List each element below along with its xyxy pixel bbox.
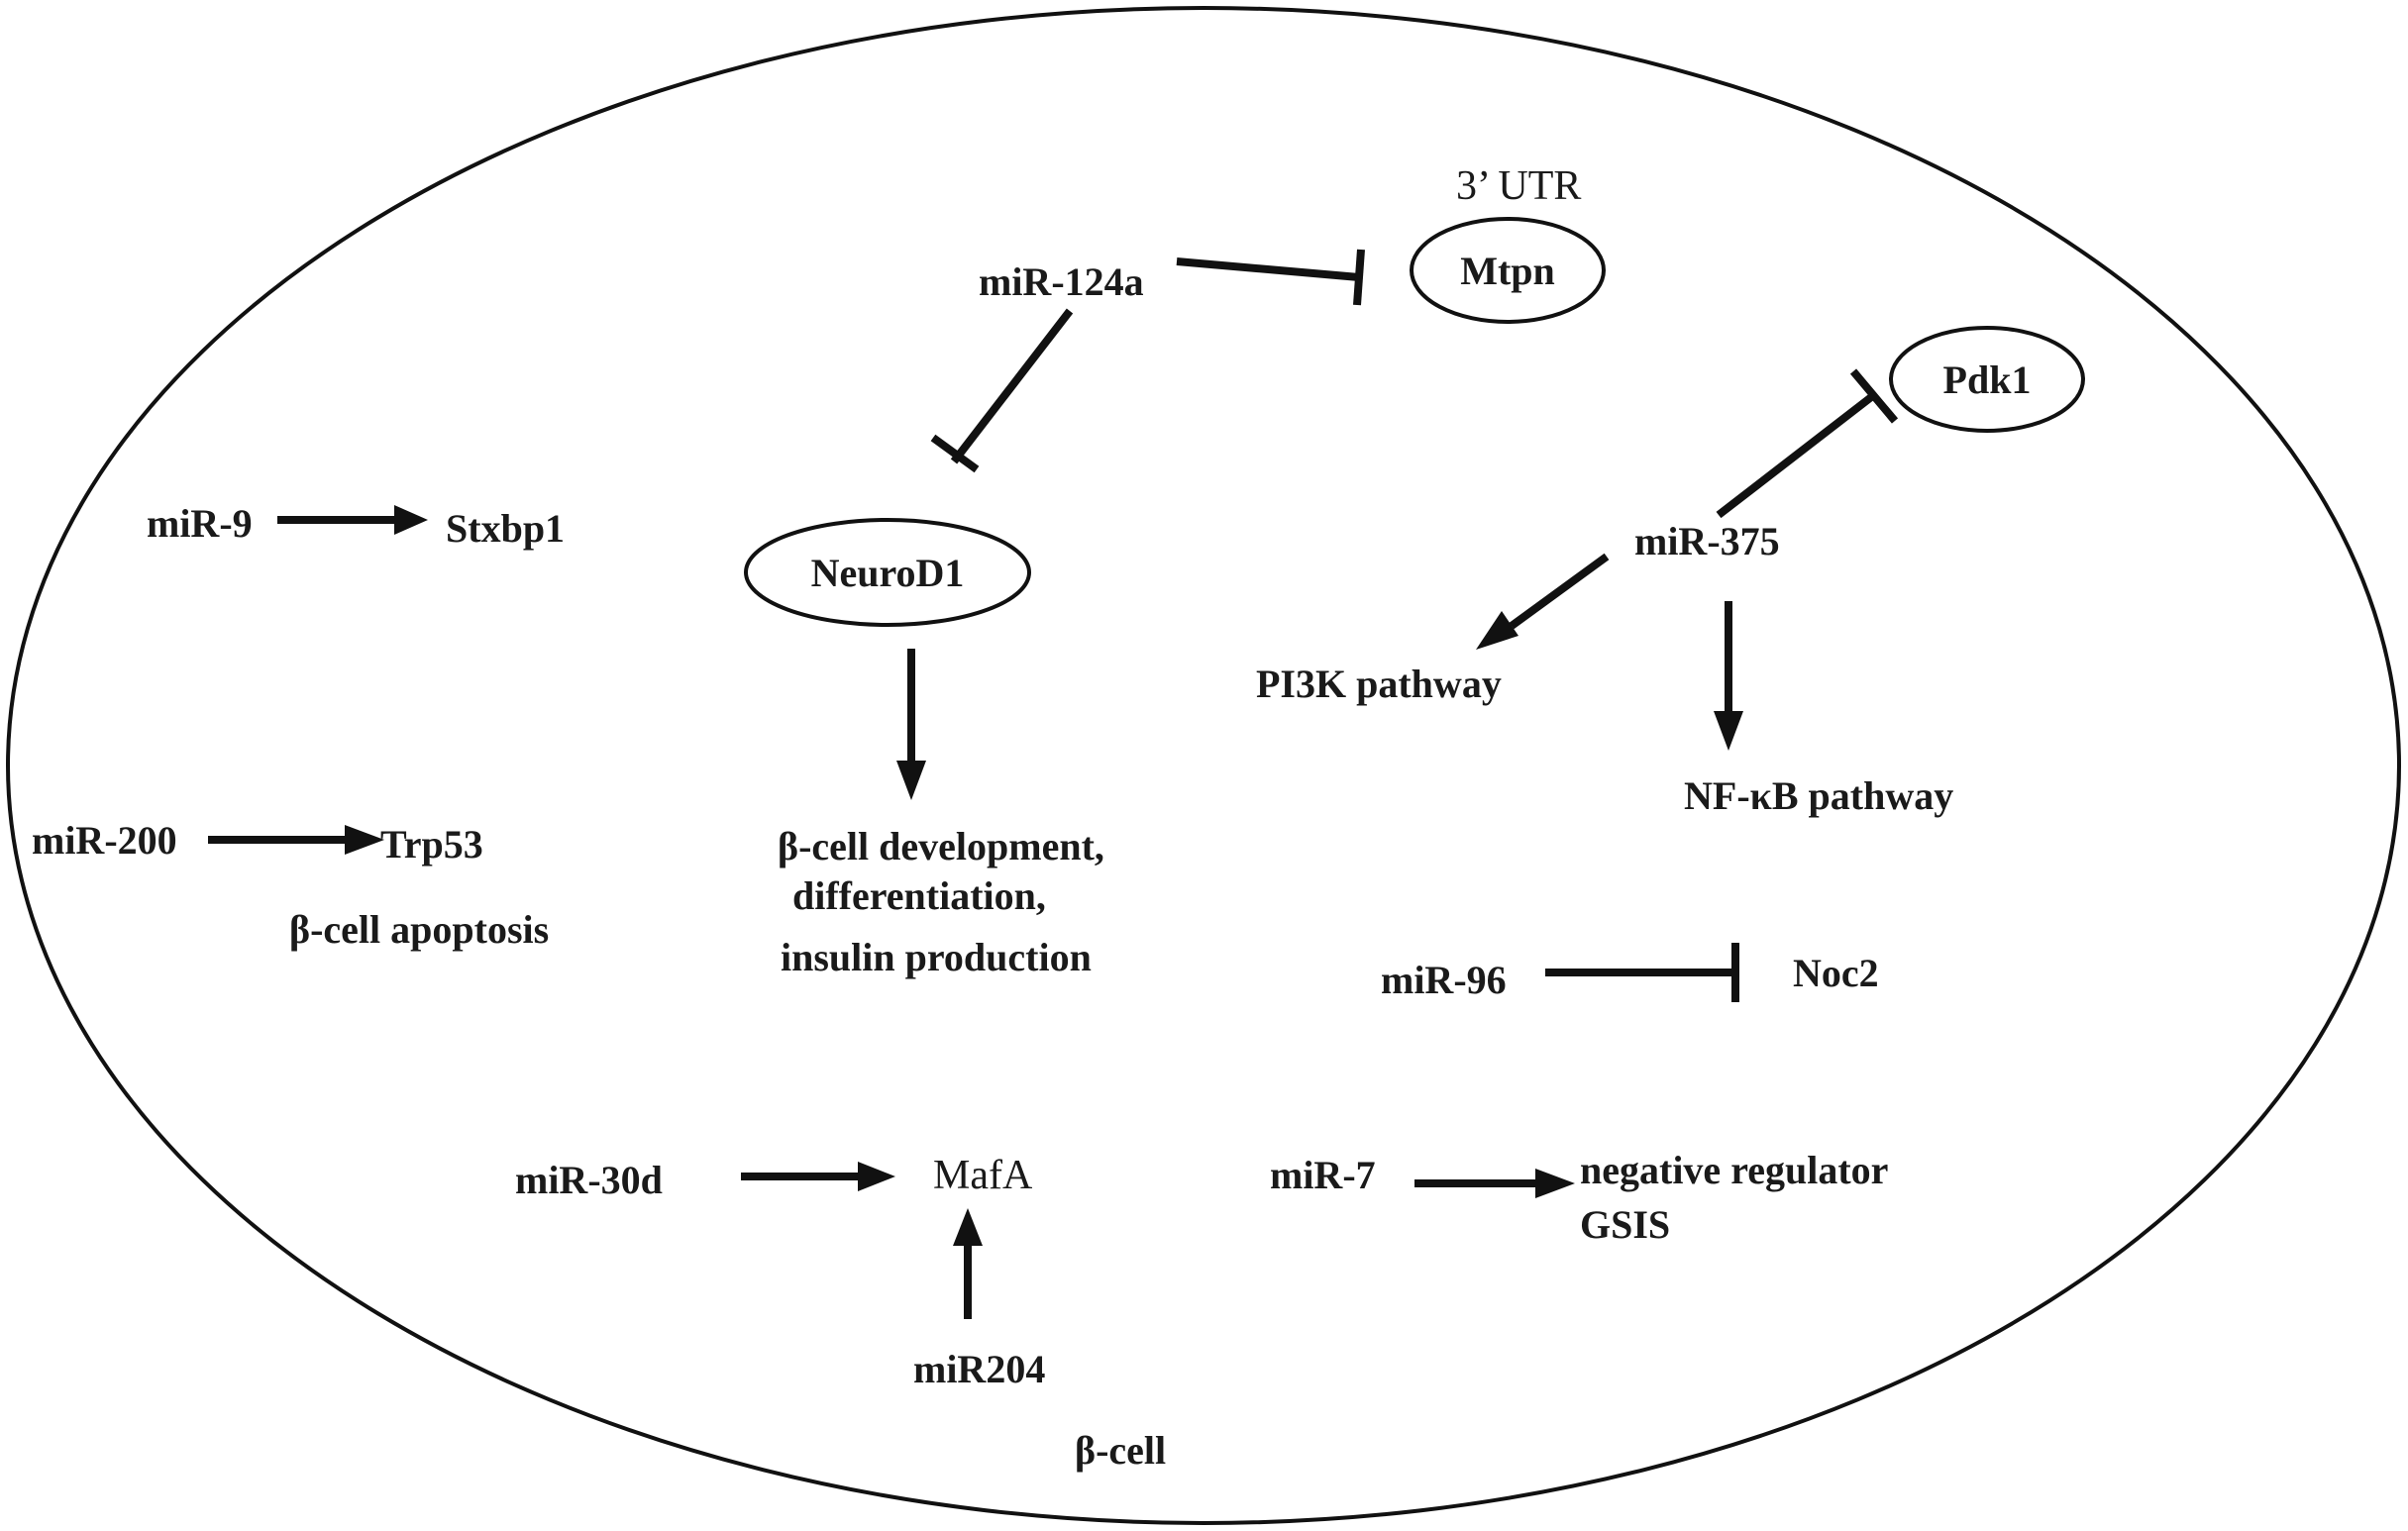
edge-mir124a-inhibits-neurod1	[930, 308, 1074, 473]
pi3k-label: PI3K pathway	[1256, 662, 1502, 706]
edge-mir96-inhibits-noc2	[1545, 943, 1739, 1002]
noc2-label: Noc2	[1793, 951, 1879, 995]
beta-cell-label: β-cell	[1075, 1428, 1166, 1473]
mir124a-label: miR-124a	[979, 259, 1144, 304]
mir30d-label: miR-30d	[515, 1158, 663, 1202]
apoptosis-label: β-cell apoptosis	[289, 907, 549, 952]
mir9-label: miR-9	[147, 501, 253, 546]
negative-regulator-label-line1: negative regulator	[1580, 1148, 1888, 1192]
development-label-line1: β-cell development,	[778, 824, 1104, 868]
edge-mir124a-inhibits-mtpn	[1176, 249, 1365, 306]
edge-mir204-to-mafa	[953, 1208, 983, 1319]
utr-label: 3’ UTR	[1456, 163, 1581, 209]
development-label-line3: insulin production	[781, 935, 1092, 979]
edge-mir200-to-trp53	[208, 825, 384, 855]
stxbp1-label: Stxbp1	[446, 506, 565, 551]
edge-mir30d-to-mafa	[741, 1162, 895, 1191]
mir96-label: miR-96	[1381, 958, 1507, 1002]
cell-boundary	[6, 6, 2401, 1525]
neurod1-label: NeuroD1	[811, 551, 965, 595]
neurod1-node	[744, 518, 1031, 627]
mir200-label: miR-200	[32, 818, 177, 863]
edge-mir375-to-pi3k	[1476, 553, 1610, 650]
mir204-label: miR204	[913, 1347, 1045, 1391]
pdk1-label: Pdk1	[1943, 357, 2032, 402]
trp53-label: Trp53	[380, 822, 483, 867]
pdk1-node	[1889, 326, 2085, 433]
edge-mir375-to-nfkb	[1714, 601, 1743, 751]
mtpn-node	[1410, 217, 1606, 324]
mir7-label: miR-7	[1270, 1153, 1376, 1197]
mafa-label: MafA	[933, 1153, 1033, 1198]
edge-mir375-inhibits-pdk1	[1716, 368, 1899, 519]
edge-mir9-to-stxbp1	[277, 505, 428, 535]
development-label-line2: differentiation,	[792, 873, 1046, 918]
nfkb-label: NF-κB pathway	[1684, 773, 1953, 818]
edge-mir7-to-negative-regulator	[1414, 1169, 1575, 1198]
edge-neurod1-to-development	[896, 649, 926, 800]
negative-regulator-label-line2: GSIS	[1580, 1202, 1670, 1247]
mir375-label: miR-375	[1634, 519, 1780, 563]
mtpn-label: Mtpn	[1460, 249, 1555, 293]
